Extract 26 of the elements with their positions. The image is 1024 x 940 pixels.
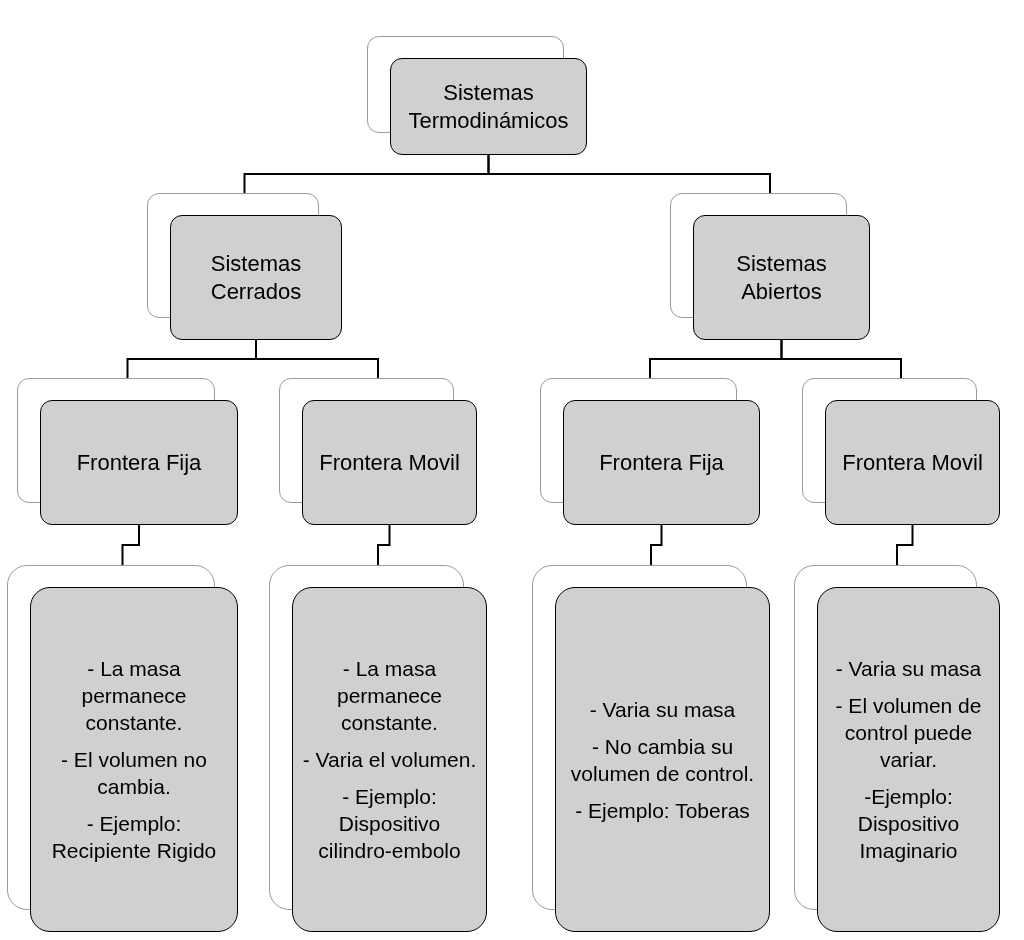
node-text: Sistemas Abiertos: [735, 249, 828, 306]
node-text: - El volumen no cambia.: [60, 747, 208, 800]
node-text: - La masa permanece constante.: [80, 656, 188, 736]
node-text: Frontera Fija: [599, 448, 724, 477]
node-text: - Varia su masa: [589, 696, 736, 723]
node-text: - Ejemplo: Dispositivo cilindro-embolo: [317, 784, 462, 864]
node-text: - Ejemplo: Toberas: [575, 797, 750, 824]
connector-line: [650, 524, 663, 566]
node-text: Frontera Fija: [76, 448, 202, 477]
node-text: - Ejemplo: Recipiente Rigido: [50, 811, 218, 864]
node-text: - Varia su masa: [835, 656, 982, 682]
node-text: - El volumen de control puede variar.: [834, 693, 983, 773]
node-text: Frontera Movil: [319, 448, 460, 477]
connector-line: [121, 524, 140, 566]
connector-line: [255, 339, 379, 379]
connector-line: [377, 524, 391, 566]
connector-line: [780, 339, 902, 379]
node-text: Sistemas Cerrados: [209, 249, 303, 306]
connector-line: [487, 154, 771, 194]
node-text: - Varia el volumen.: [302, 747, 477, 773]
node-text: Frontera Movil: [842, 448, 983, 477]
node-text: - La masa permanece constante.: [335, 656, 444, 736]
node-text: -Ejemplo: Dispositivo Imaginario: [856, 784, 961, 864]
connector-line: [896, 524, 914, 566]
node-text: - No cambia su volumen de control.: [569, 733, 756, 787]
node-text: Sistemas Termodinámicos: [407, 78, 570, 135]
